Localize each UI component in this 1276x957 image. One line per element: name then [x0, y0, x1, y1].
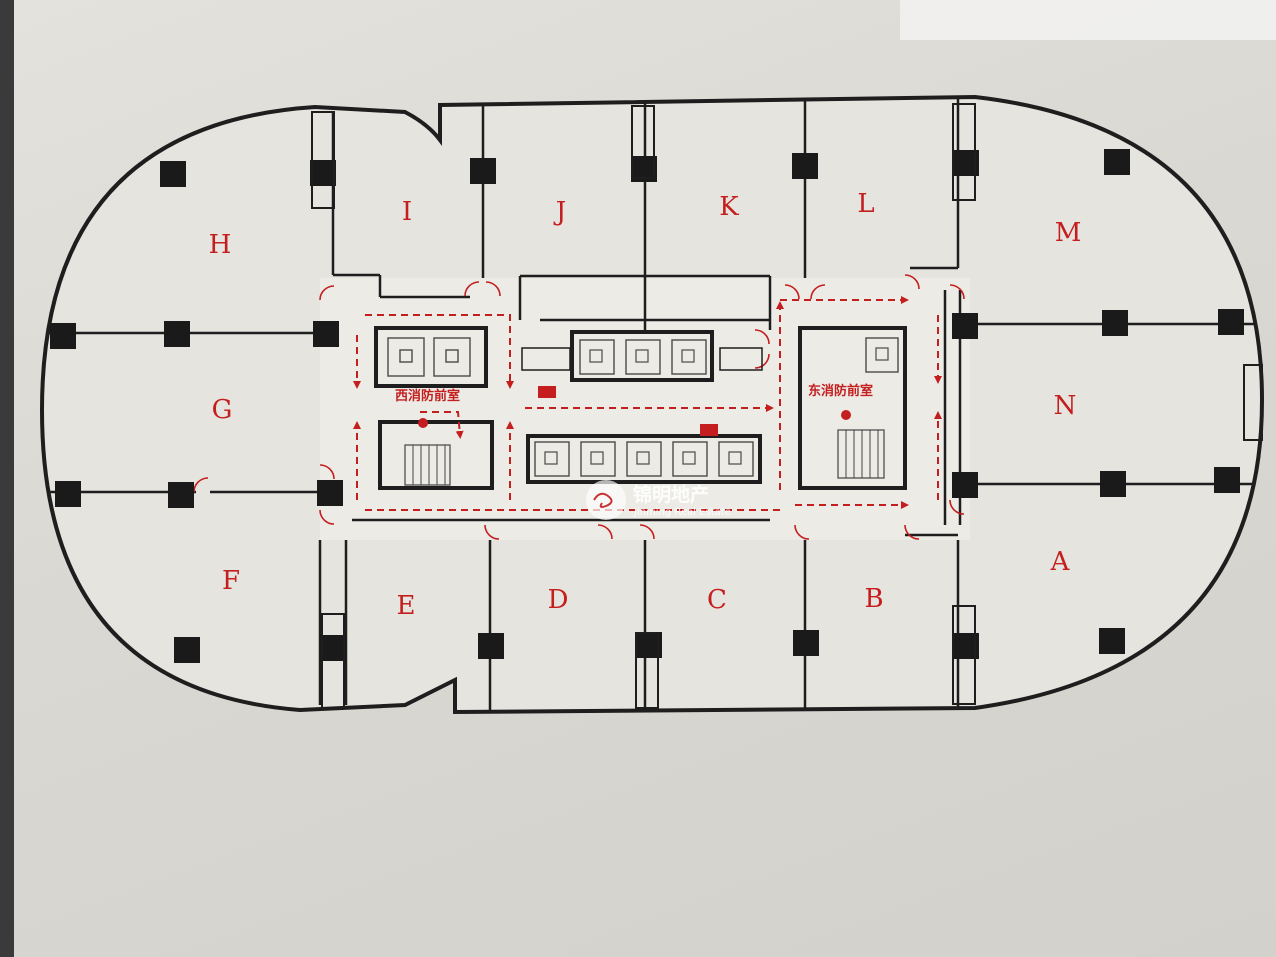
frame-edge: [0, 0, 14, 957]
walls: [48, 98, 1255, 710]
unit-label-m: M: [1055, 218, 1082, 248]
west-core: [374, 326, 494, 490]
unit-label-c: C: [707, 585, 727, 615]
glare: [900, 0, 1276, 40]
central-elevators: [521, 330, 763, 484]
unit-label-d: D: [548, 585, 569, 615]
watermark-name-cn: 锦明地产: [633, 483, 709, 506]
unit-label-n: N: [1054, 391, 1077, 421]
door-swings: [193, 274, 965, 540]
wall-slots: [311, 103, 1263, 709]
watermark-name-en: Jinming Real Estate: [633, 507, 731, 518]
west-lobby-label: 西消防前室: [395, 388, 460, 404]
unit-label-g: G: [212, 395, 233, 425]
unit-label-h: H: [209, 230, 232, 260]
unit-labels: A B C D E F G H I J K L M N: [209, 189, 1082, 621]
watermark: 锦明地产 Jinming Real Estate: [586, 480, 731, 520]
columns: [50, 149, 1244, 663]
watermark-logo-icon: [586, 480, 626, 520]
unit-label-l: L: [857, 189, 874, 219]
unit-label-b: B: [864, 584, 883, 614]
unit-label-k: K: [719, 192, 739, 222]
unit-label-j: J: [553, 197, 566, 227]
unit-label-i: I: [402, 197, 412, 227]
east-core: [798, 326, 907, 490]
evacuation-routes: [353, 296, 942, 511]
unit-label-e: E: [397, 591, 416, 621]
east-lobby-label: 东消防前室: [808, 383, 873, 399]
unit-label-f: F: [222, 566, 240, 596]
unit-label-a: A: [1050, 547, 1071, 577]
